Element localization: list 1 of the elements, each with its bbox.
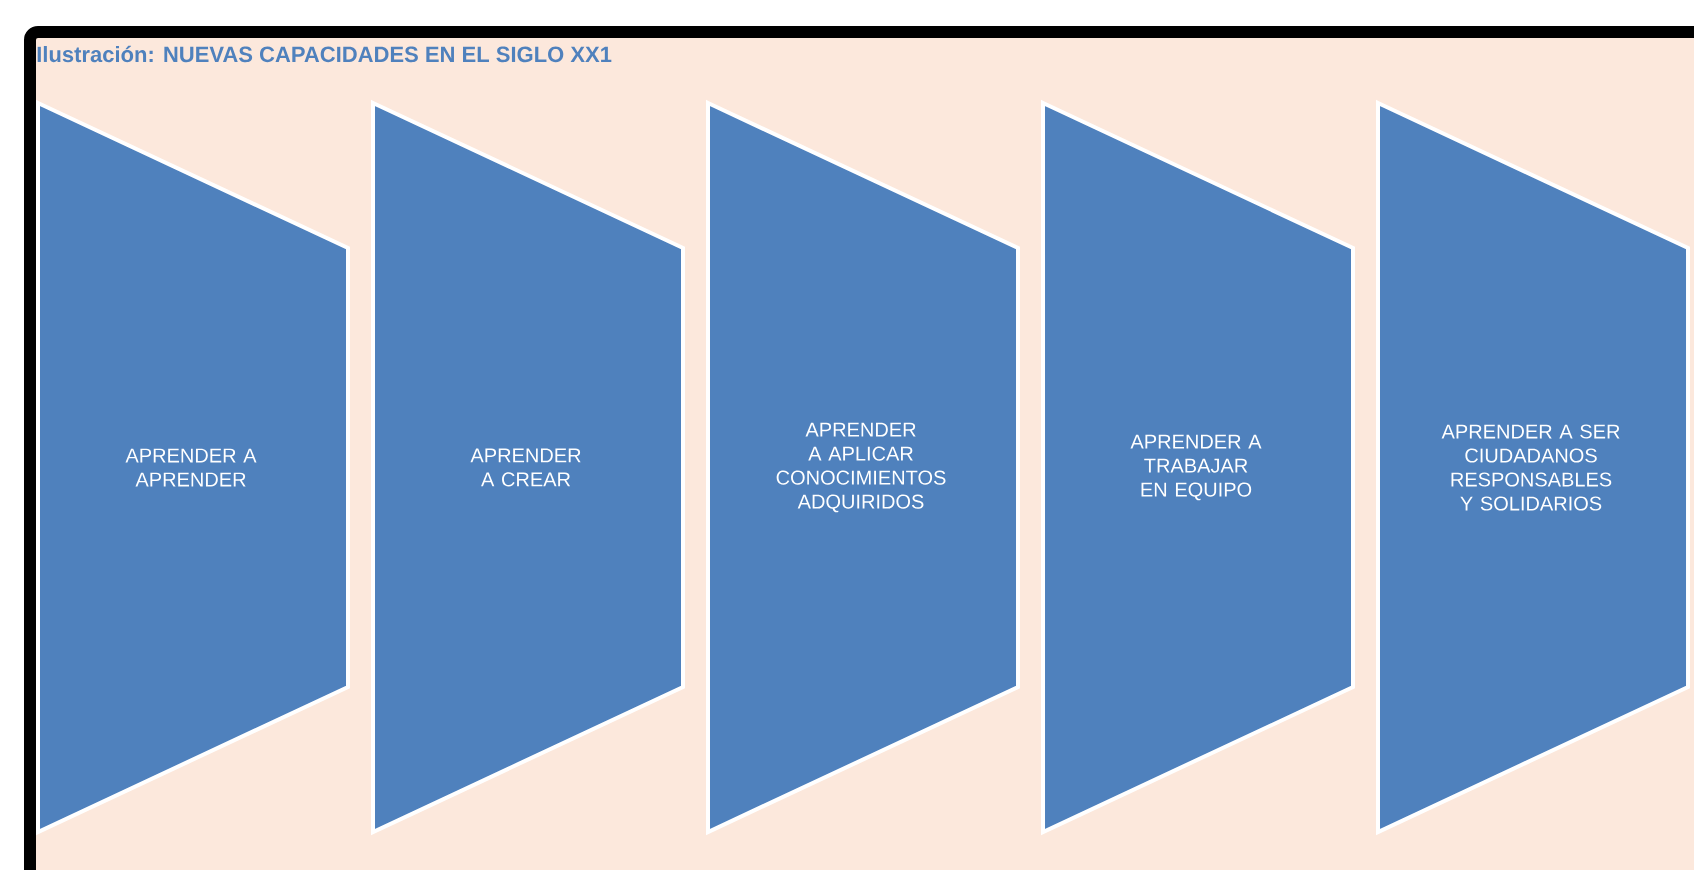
title: Ilustración: NUEVAS CAPACIDADES EN EL SIGLO XX1 [37, 45, 612, 63]
